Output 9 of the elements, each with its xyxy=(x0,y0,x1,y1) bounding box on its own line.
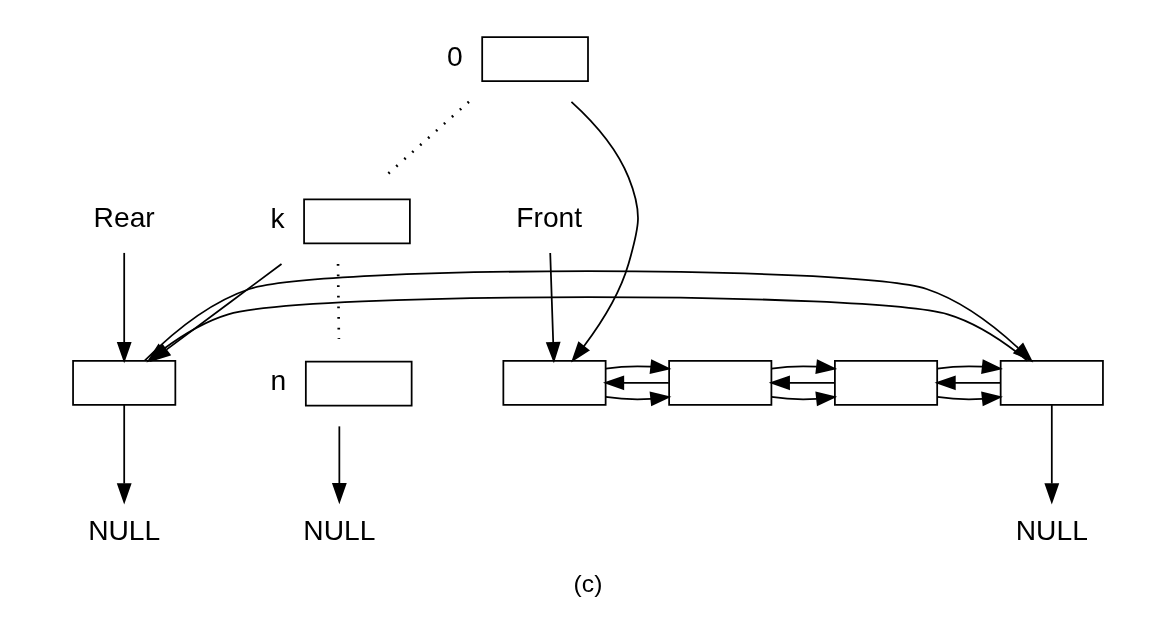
node-label: k xyxy=(270,202,285,235)
node-label: n xyxy=(270,364,287,397)
node-label: 0 xyxy=(446,39,463,72)
node-text: NULL xyxy=(88,514,161,547)
node-text: NULL xyxy=(1015,514,1088,547)
node-text: NULL xyxy=(303,514,376,547)
caption: (c) xyxy=(573,570,603,598)
node-text: Rear xyxy=(93,201,155,234)
node-text: Front xyxy=(516,201,583,234)
